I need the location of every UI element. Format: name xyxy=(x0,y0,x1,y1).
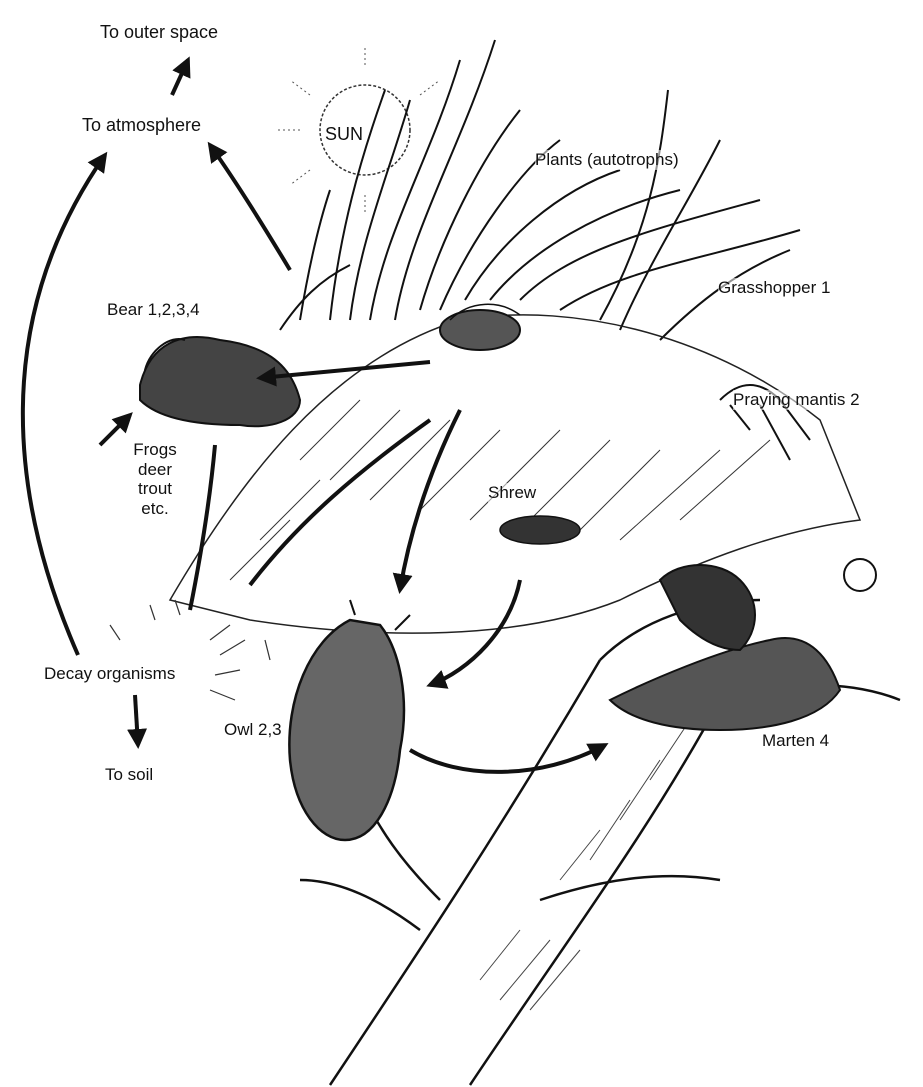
bear-illustration xyxy=(140,337,300,426)
arrow-decay-to-atmosphere xyxy=(23,155,105,655)
label-to-outer-space: To outer space xyxy=(100,22,218,43)
label-decay-organisms: Decay organisms xyxy=(44,664,175,684)
label-to-atmosphere: To atmosphere xyxy=(82,115,201,136)
marten-illustration xyxy=(610,559,876,730)
decay-scribbles xyxy=(110,600,270,700)
owl-illustration xyxy=(289,600,410,840)
label-deer: deer xyxy=(125,460,185,480)
label-praying-mantis: Praying mantis 2 xyxy=(733,390,860,410)
label-to-soil: To soil xyxy=(105,765,153,785)
shrew-illustration xyxy=(500,516,580,544)
label-frogs: Frogs xyxy=(125,440,185,460)
label-grasshopper: Grasshopper 1 xyxy=(718,278,830,298)
label-shrew: Shrew xyxy=(488,483,536,503)
label-frogs-group: Frogs deer trout etc. xyxy=(125,440,185,518)
arrow-bear-to-atmosphere xyxy=(210,145,290,270)
grasshopper-illustration xyxy=(440,304,520,350)
line-to-decay-1 xyxy=(190,445,215,610)
label-marten: Marten 4 xyxy=(762,731,829,751)
label-owl: Owl 2,3 xyxy=(224,720,282,740)
label-sun: SUN xyxy=(325,124,363,145)
label-etc: etc. xyxy=(125,499,185,519)
arrow-decay-to-soil xyxy=(135,695,138,745)
label-trout: trout xyxy=(125,479,185,499)
line-to-decay-2 xyxy=(250,420,430,585)
arrow-owl-to-marten xyxy=(410,745,605,772)
arrow-atmosphere-to-space xyxy=(172,60,188,95)
label-plants: Plants (autotrophs) xyxy=(535,150,679,170)
label-bear: Bear 1,2,3,4 xyxy=(107,300,200,320)
